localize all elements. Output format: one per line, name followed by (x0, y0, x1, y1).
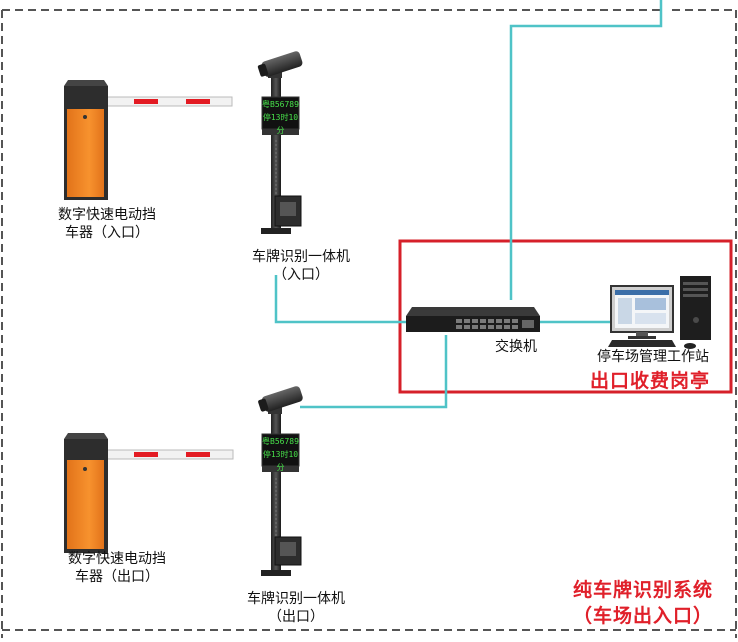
exit-lpr-camera (258, 386, 303, 576)
exit-camera-cable (300, 335, 448, 409)
parking-workstation (608, 276, 711, 349)
exit-display-plate: 粤B56789 (262, 437, 299, 446)
network-switch (406, 307, 540, 332)
exit-barrier-gate (64, 433, 234, 553)
booth-box (398, 239, 733, 394)
entry-lpr-camera (257, 51, 303, 234)
exit-display-time: 停13时10分 (262, 450, 299, 472)
entry-camera-display: 粤B56789 停13时10分 (262, 98, 299, 135)
workstation-label: 停车场管理工作站 (597, 349, 709, 365)
switch-label: 交换机 (495, 339, 537, 355)
exit-camera-label: 车牌识别一体机 （出口） (247, 591, 345, 625)
network-cables (274, 0, 663, 409)
booth-label: 出口收费岗亭 (589, 370, 710, 392)
system-title: 纯车牌识别系统 （车场出入口） (572, 579, 713, 627)
entry-display-time: 停13时10分 (262, 113, 299, 135)
entry-camera-label: 车牌识别一体机 （入口） (252, 249, 350, 283)
entry-barrier-gate (64, 80, 233, 200)
site-boundary (1, 9, 737, 638)
exit-camera-display: 粤B56789 停13时10分 (262, 435, 299, 472)
entry-camera-cable (274, 275, 410, 324)
exit-barrier-label: 数字快速电动挡 车器（出口） (68, 551, 166, 585)
entry-barrier-label: 数字快速电动挡 车器（入口） (58, 207, 156, 241)
uplink-cable (509, 0, 663, 300)
entry-display-plate: 粤B56789 (262, 100, 299, 109)
